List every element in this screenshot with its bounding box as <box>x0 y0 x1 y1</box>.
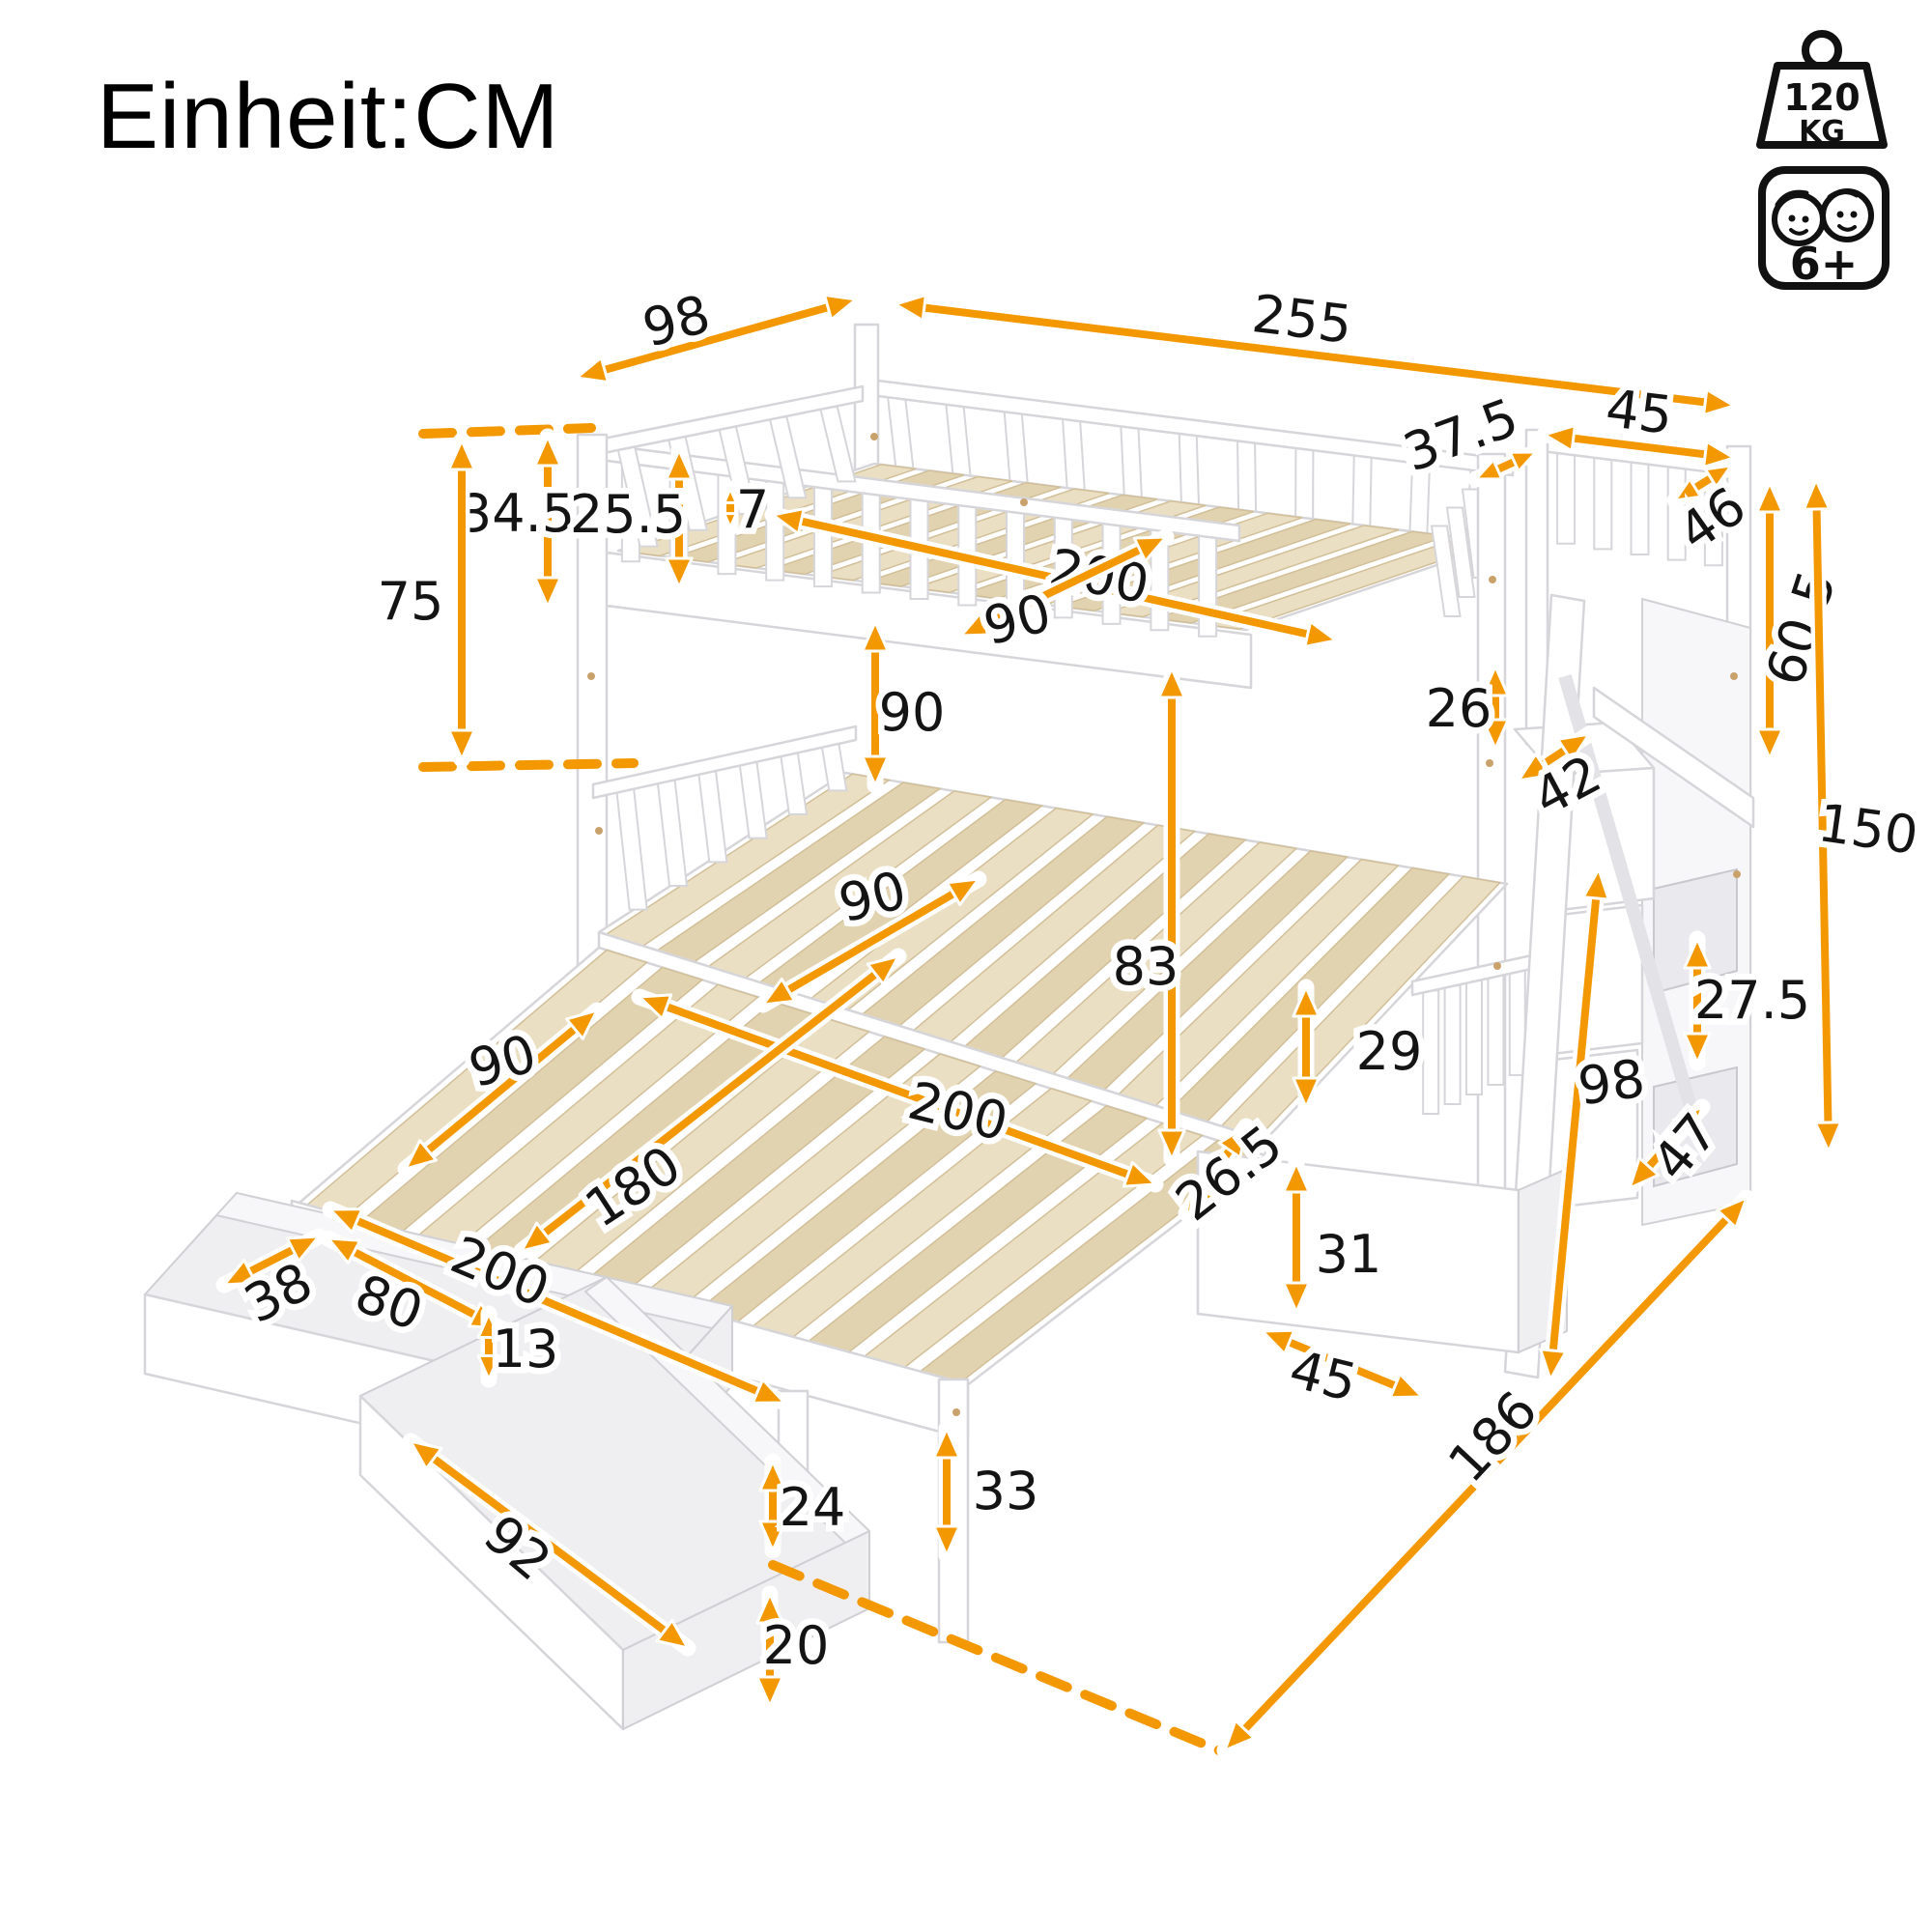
dashed-guides <box>418 423 1224 1755</box>
dimension-upper-rail-height: 60.5 <box>1747 474 1855 767</box>
unit-title: Einheit:CM <box>97 65 560 168</box>
dimension-bunk-gap-90: 90 <box>861 613 952 794</box>
dimension-left-height-75: 75 <box>371 432 476 768</box>
dimension-clearance-83: 83 <box>1106 660 1186 1168</box>
dimension-label: 13 <box>493 1319 559 1379</box>
dashed-floor-line <box>768 1560 1224 1755</box>
max-load-unit: KG <box>1799 115 1845 149</box>
dashed-top-line <box>418 423 596 439</box>
dimension-label: 26 <box>1426 678 1492 739</box>
dashed-bottom-line <box>418 758 639 772</box>
dimension-stair-rail-98: 98 <box>1539 861 1655 1388</box>
dimension-stair-base-45: 45 <box>1254 1322 1431 1420</box>
age-rating-badge: 6+ <box>1758 166 1889 290</box>
max-load-value: 120 <box>1783 76 1860 119</box>
dimension-guard-25-5: 25.5 <box>563 441 694 596</box>
dimension-label: 83 <box>1113 936 1179 997</box>
dimension-label: 33 <box>973 1461 1039 1521</box>
dimension-label: 98 <box>1575 1048 1649 1118</box>
dimension-top-depth: 98 <box>568 277 865 386</box>
dimension-slat-7: 7 <box>722 473 776 547</box>
dimension-label: 75 <box>378 571 444 632</box>
dimension-lower-width: 90 <box>754 853 987 1013</box>
dimension-label: 24 <box>780 1477 846 1538</box>
dimension-label: 29 <box>1356 1021 1423 1082</box>
dimension-label: 45 <box>1603 378 1676 446</box>
max-load-badge: 120 KG <box>1756 30 1888 149</box>
screw-dots <box>587 433 1741 1416</box>
dimension-guard-29: 29 <box>1292 979 1429 1116</box>
dimension-label: 150 <box>1815 792 1922 867</box>
pullout-slats <box>305 949 1260 1385</box>
lower-bunk <box>591 724 1538 1159</box>
dimension-label: 186 <box>1436 1379 1548 1493</box>
dimension-guard-height-34-5: 34.5 <box>452 428 582 615</box>
dimension-top-length: 255 <box>887 276 1743 417</box>
dimension-shelf-27-5: 27.5 <box>1683 930 1817 1071</box>
dimension-label: 255 <box>1249 283 1355 355</box>
age-rating-label: 6+ <box>1790 238 1859 290</box>
dimension-stair-top-width: 45 <box>1536 372 1743 469</box>
lower-slats <box>604 773 1502 1139</box>
dimension-frame-24: 24 <box>758 1453 852 1559</box>
dimension-frame-33: 33 <box>932 1420 1045 1564</box>
dimension-step-31: 31 <box>1282 1154 1388 1321</box>
dimension-label: 27.5 <box>1694 970 1810 1031</box>
dimension-post-gap-26: 26 <box>1419 658 1510 757</box>
dimension-label: 45 <box>1284 1339 1363 1414</box>
dimension-total-height: 150 <box>1802 471 1928 1160</box>
dimension-drawer2-20: 20 <box>755 1585 836 1715</box>
dimension-label: 20 <box>763 1615 830 1676</box>
dimension-label: 31 <box>1316 1224 1382 1285</box>
dimension-label: 34.5 <box>459 483 575 544</box>
dimension-drawer-13: 13 <box>476 1305 565 1388</box>
dimension-label: 25.5 <box>570 484 686 545</box>
stair-upper-handrail <box>1592 686 1755 829</box>
stair-brace <box>1558 674 1707 1142</box>
bed-illustration <box>143 323 1755 1731</box>
stair-stringer <box>1503 593 1586 1379</box>
dimension-label: 7 <box>736 479 769 540</box>
weight-icon <box>1802 30 1842 71</box>
lower-left-rail <box>591 724 858 800</box>
dimension-label: 90 <box>879 682 946 743</box>
lower-front-rail <box>597 930 1267 1159</box>
children-icon <box>1758 166 1889 290</box>
